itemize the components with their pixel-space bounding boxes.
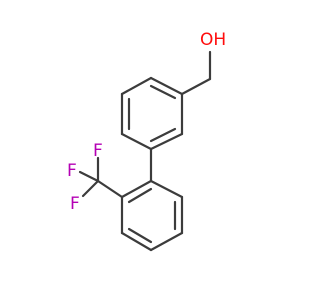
bond-ring-to-cf3 [96, 179, 124, 199]
bond [120, 179, 153, 199]
double-bond-inner [149, 84, 177, 100]
double-bond-inner [127, 187, 153, 204]
bond [149, 231, 184, 252]
bond-c-to-f-bottom [81, 179, 100, 198]
bond-ring-to-ch2 [180, 77, 212, 96]
lower-benzene-ring [120, 179, 184, 252]
bond [120, 231, 153, 252]
bond-c-to-f-left [78, 170, 100, 183]
upper-benzene-ring [120, 76, 184, 151]
bond [149, 132, 184, 151]
molecule-drawing: OH F F F [67, 30, 226, 252]
structure-canvas: OH F F F [67, 30, 226, 252]
bond [149, 179, 184, 199]
double-bond-inner [149, 127, 177, 143]
atom-label-f-left: F [67, 161, 77, 181]
atom-label-oh: OH [200, 30, 226, 50]
bond [120, 132, 153, 151]
double-bond-inner [127, 227, 153, 244]
atom-label-f-bottom: F [70, 194, 80, 214]
bond [120, 76, 153, 96]
atom-label-f-top: F [93, 141, 103, 161]
bond [149, 76, 184, 96]
